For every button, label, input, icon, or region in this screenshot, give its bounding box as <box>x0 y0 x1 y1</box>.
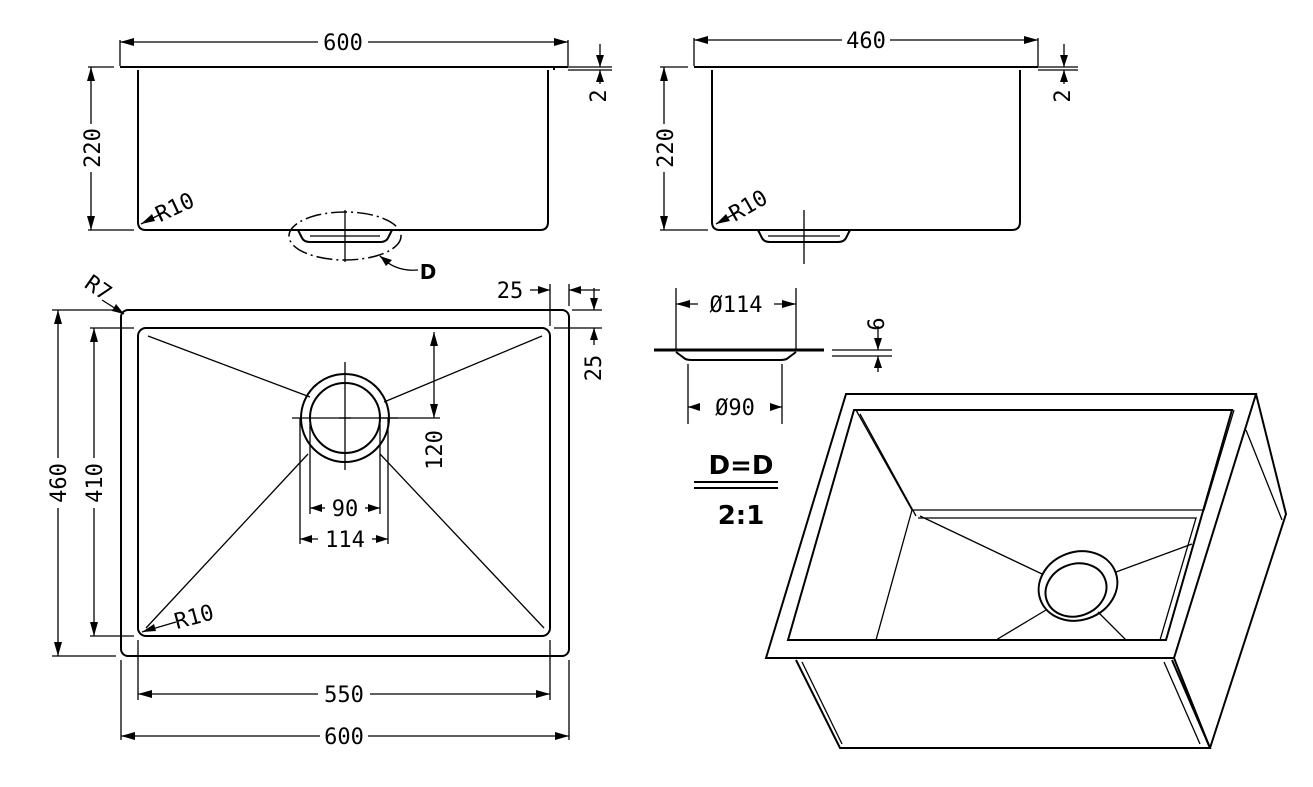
detail-marker: D <box>420 260 437 284</box>
flange-y-dimension: 25 <box>582 355 607 382</box>
detail-inner-diameter: Ø90 <box>715 396 755 421</box>
side-height-dimension: 220 <box>654 128 679 168</box>
flange-x-dimension: 25 <box>497 279 524 304</box>
isometric-view <box>764 393 1288 749</box>
outer-width-dimension: 600 <box>324 725 364 750</box>
section-title: D=D <box>709 451 774 481</box>
inner-width-dimension: 550 <box>324 683 364 708</box>
inner-height-dimension: 410 <box>83 463 108 503</box>
drain-outer-dimension: 114 <box>325 528 365 553</box>
side-width-dimension: 460 <box>846 29 886 54</box>
side-radius-label: R10 <box>725 186 772 228</box>
front-thickness-dimension: 2 <box>587 89 612 102</box>
scale-label: 2:1 <box>718 501 765 531</box>
inner-radius-label: R10 <box>172 601 217 635</box>
detail-outer-diameter: Ø114 <box>710 293 763 318</box>
side-thickness-dimension: 2 <box>1051 89 1076 102</box>
detail-view: Ø114 Ø90 6 D=D 2:1 <box>654 288 892 531</box>
front-width-dimension: 600 <box>323 31 363 56</box>
front-height-dimension: 220 <box>81 128 106 168</box>
drain-offset-dimension: 120 <box>423 430 448 470</box>
outer-corner-radius-label: R7 <box>80 271 116 307</box>
outer-height-dimension: 460 <box>47 463 72 503</box>
detail-depth-dimension: 6 <box>865 317 890 330</box>
drain-inner-dimension: 90 <box>332 497 359 522</box>
front-radius-label: R10 <box>152 188 199 227</box>
top-view: R7 25 25 460 410 <box>47 271 607 750</box>
side-view: 460 220 2 R10 <box>654 29 1078 264</box>
front-view: 600 220 2 R10 D <box>81 31 612 284</box>
